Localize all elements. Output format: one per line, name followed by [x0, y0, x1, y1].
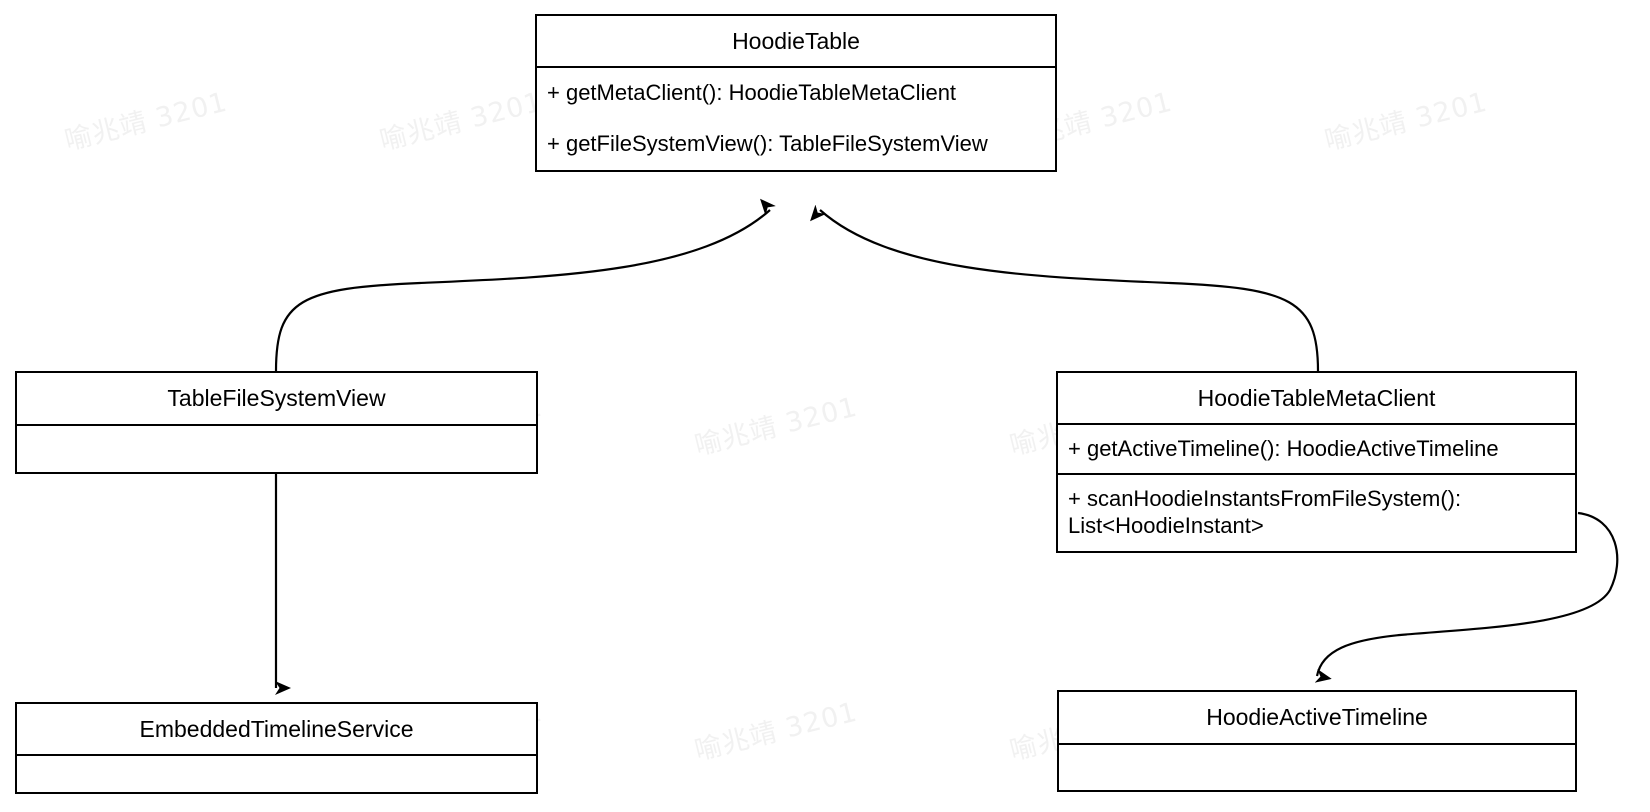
class-members-hoodie-table-2: + getFileSystemView(): TableFileSystemVi… — [537, 118, 1055, 170]
class-title-hoodie-active-timeline: HoodieActiveTimeline — [1059, 692, 1575, 745]
watermark-text: 喻兆靖 3201 — [691, 391, 861, 462]
class-title-hoodie-table-meta-client: HoodieTableMetaClient — [1058, 373, 1575, 425]
class-box-table-file-system-view[interactable]: TableFileSystemView — [15, 371, 538, 474]
class-title-hoodie-table: HoodieTable — [537, 16, 1055, 68]
class-member: + getActiveTimeline(): HoodieActiveTimel… — [1068, 435, 1499, 461]
class-member: + getFileSystemView(): TableFileSystemVi… — [547, 130, 988, 156]
class-member: + scanHoodieInstantsFromFileSystem(): Li… — [1068, 486, 1462, 538]
class-members-hoodie-table-1: + getMetaClient(): HoodieTableMetaClient — [537, 68, 1055, 118]
class-box-hoodie-table-meta-client[interactable]: HoodieTableMetaClient + getActiveTimelin… — [1056, 371, 1577, 553]
edge-metaclient-to-hoodietable — [810, 204, 1320, 372]
class-title-embedded-timeline-service: EmbeddedTimelineService — [17, 704, 536, 756]
watermark-text: 喻兆靖 3201 — [61, 86, 231, 157]
watermark-text: 喻兆靖 3201 — [376, 86, 546, 157]
watermark-text: 喻兆靖 3201 — [1321, 86, 1491, 157]
class-members-hoodie-table-meta-client-1: + getActiveTimeline(): HoodieActiveTimel… — [1058, 425, 1575, 475]
watermark-text: 喻兆靖 3201 — [691, 696, 861, 767]
class-members-table-file-system-view — [17, 426, 536, 472]
class-members-hoodie-active-timeline — [1059, 745, 1575, 790]
class-box-hoodie-active-timeline[interactable]: HoodieActiveTimeline — [1057, 690, 1577, 792]
class-members-hoodie-table-meta-client-2: + scanHoodieInstantsFromFileSystem(): Li… — [1058, 475, 1575, 551]
class-box-embedded-timeline-service[interactable]: EmbeddedTimelineService — [15, 702, 538, 794]
class-members-embedded-timeline-service — [17, 756, 536, 792]
class-box-hoodie-table[interactable]: HoodieTable + getMetaClient(): HoodieTab… — [535, 14, 1057, 172]
edge-tfsv-to-hoodietable — [274, 198, 776, 372]
class-member: + getMetaClient(): HoodieTableMetaClient — [547, 79, 957, 105]
class-title-table-file-system-view: TableFileSystemView — [17, 373, 536, 426]
